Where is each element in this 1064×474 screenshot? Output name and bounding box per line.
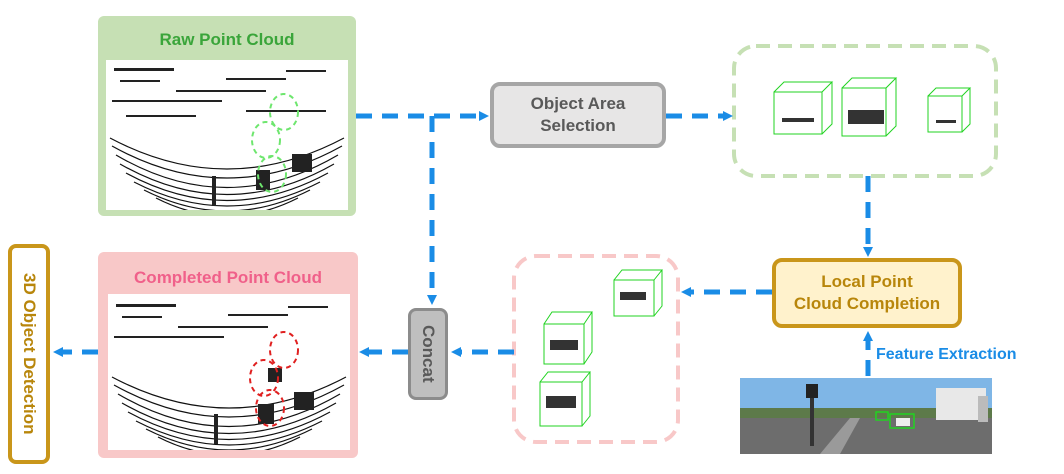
road-photo-image bbox=[740, 378, 992, 454]
detection-label: 3D Object Detection bbox=[20, 273, 40, 435]
road-photo-svg bbox=[740, 378, 992, 454]
bounding-box-icon bbox=[773, 77, 972, 137]
completed-point-cloud-image bbox=[108, 294, 350, 456]
raw-point-cloud-image bbox=[106, 60, 348, 217]
object-area-selection-box: Object Area Selection bbox=[490, 82, 666, 148]
completed-cloud-svg bbox=[111, 304, 347, 456]
raw-cloud-svg bbox=[109, 68, 345, 217]
completed-bbox-icons bbox=[539, 269, 664, 427]
feature-extraction-label: Feature Extraction bbox=[876, 346, 1017, 363]
local-completion-label: Local Point Cloud Completion bbox=[793, 271, 941, 313]
detection-box: 3D Object Detection bbox=[8, 244, 50, 464]
completed-point-cloud-title: Completed Point Cloud bbox=[134, 268, 322, 287]
concat-label: Concat bbox=[419, 325, 439, 383]
raw-point-cloud-panel: Raw Point Cloud bbox=[98, 16, 356, 217]
object-crops-frame bbox=[732, 44, 998, 178]
completed-crops-frame bbox=[512, 254, 680, 444]
concat-box: Concat bbox=[408, 308, 448, 400]
raw-point-cloud-title: Raw Point Cloud bbox=[159, 30, 295, 49]
completed-point-cloud-panel: Completed Point Cloud bbox=[98, 252, 358, 458]
local-completion-box: Local Point Cloud Completion bbox=[772, 258, 962, 328]
object-area-selection-label: Object Area Selection bbox=[530, 93, 626, 135]
